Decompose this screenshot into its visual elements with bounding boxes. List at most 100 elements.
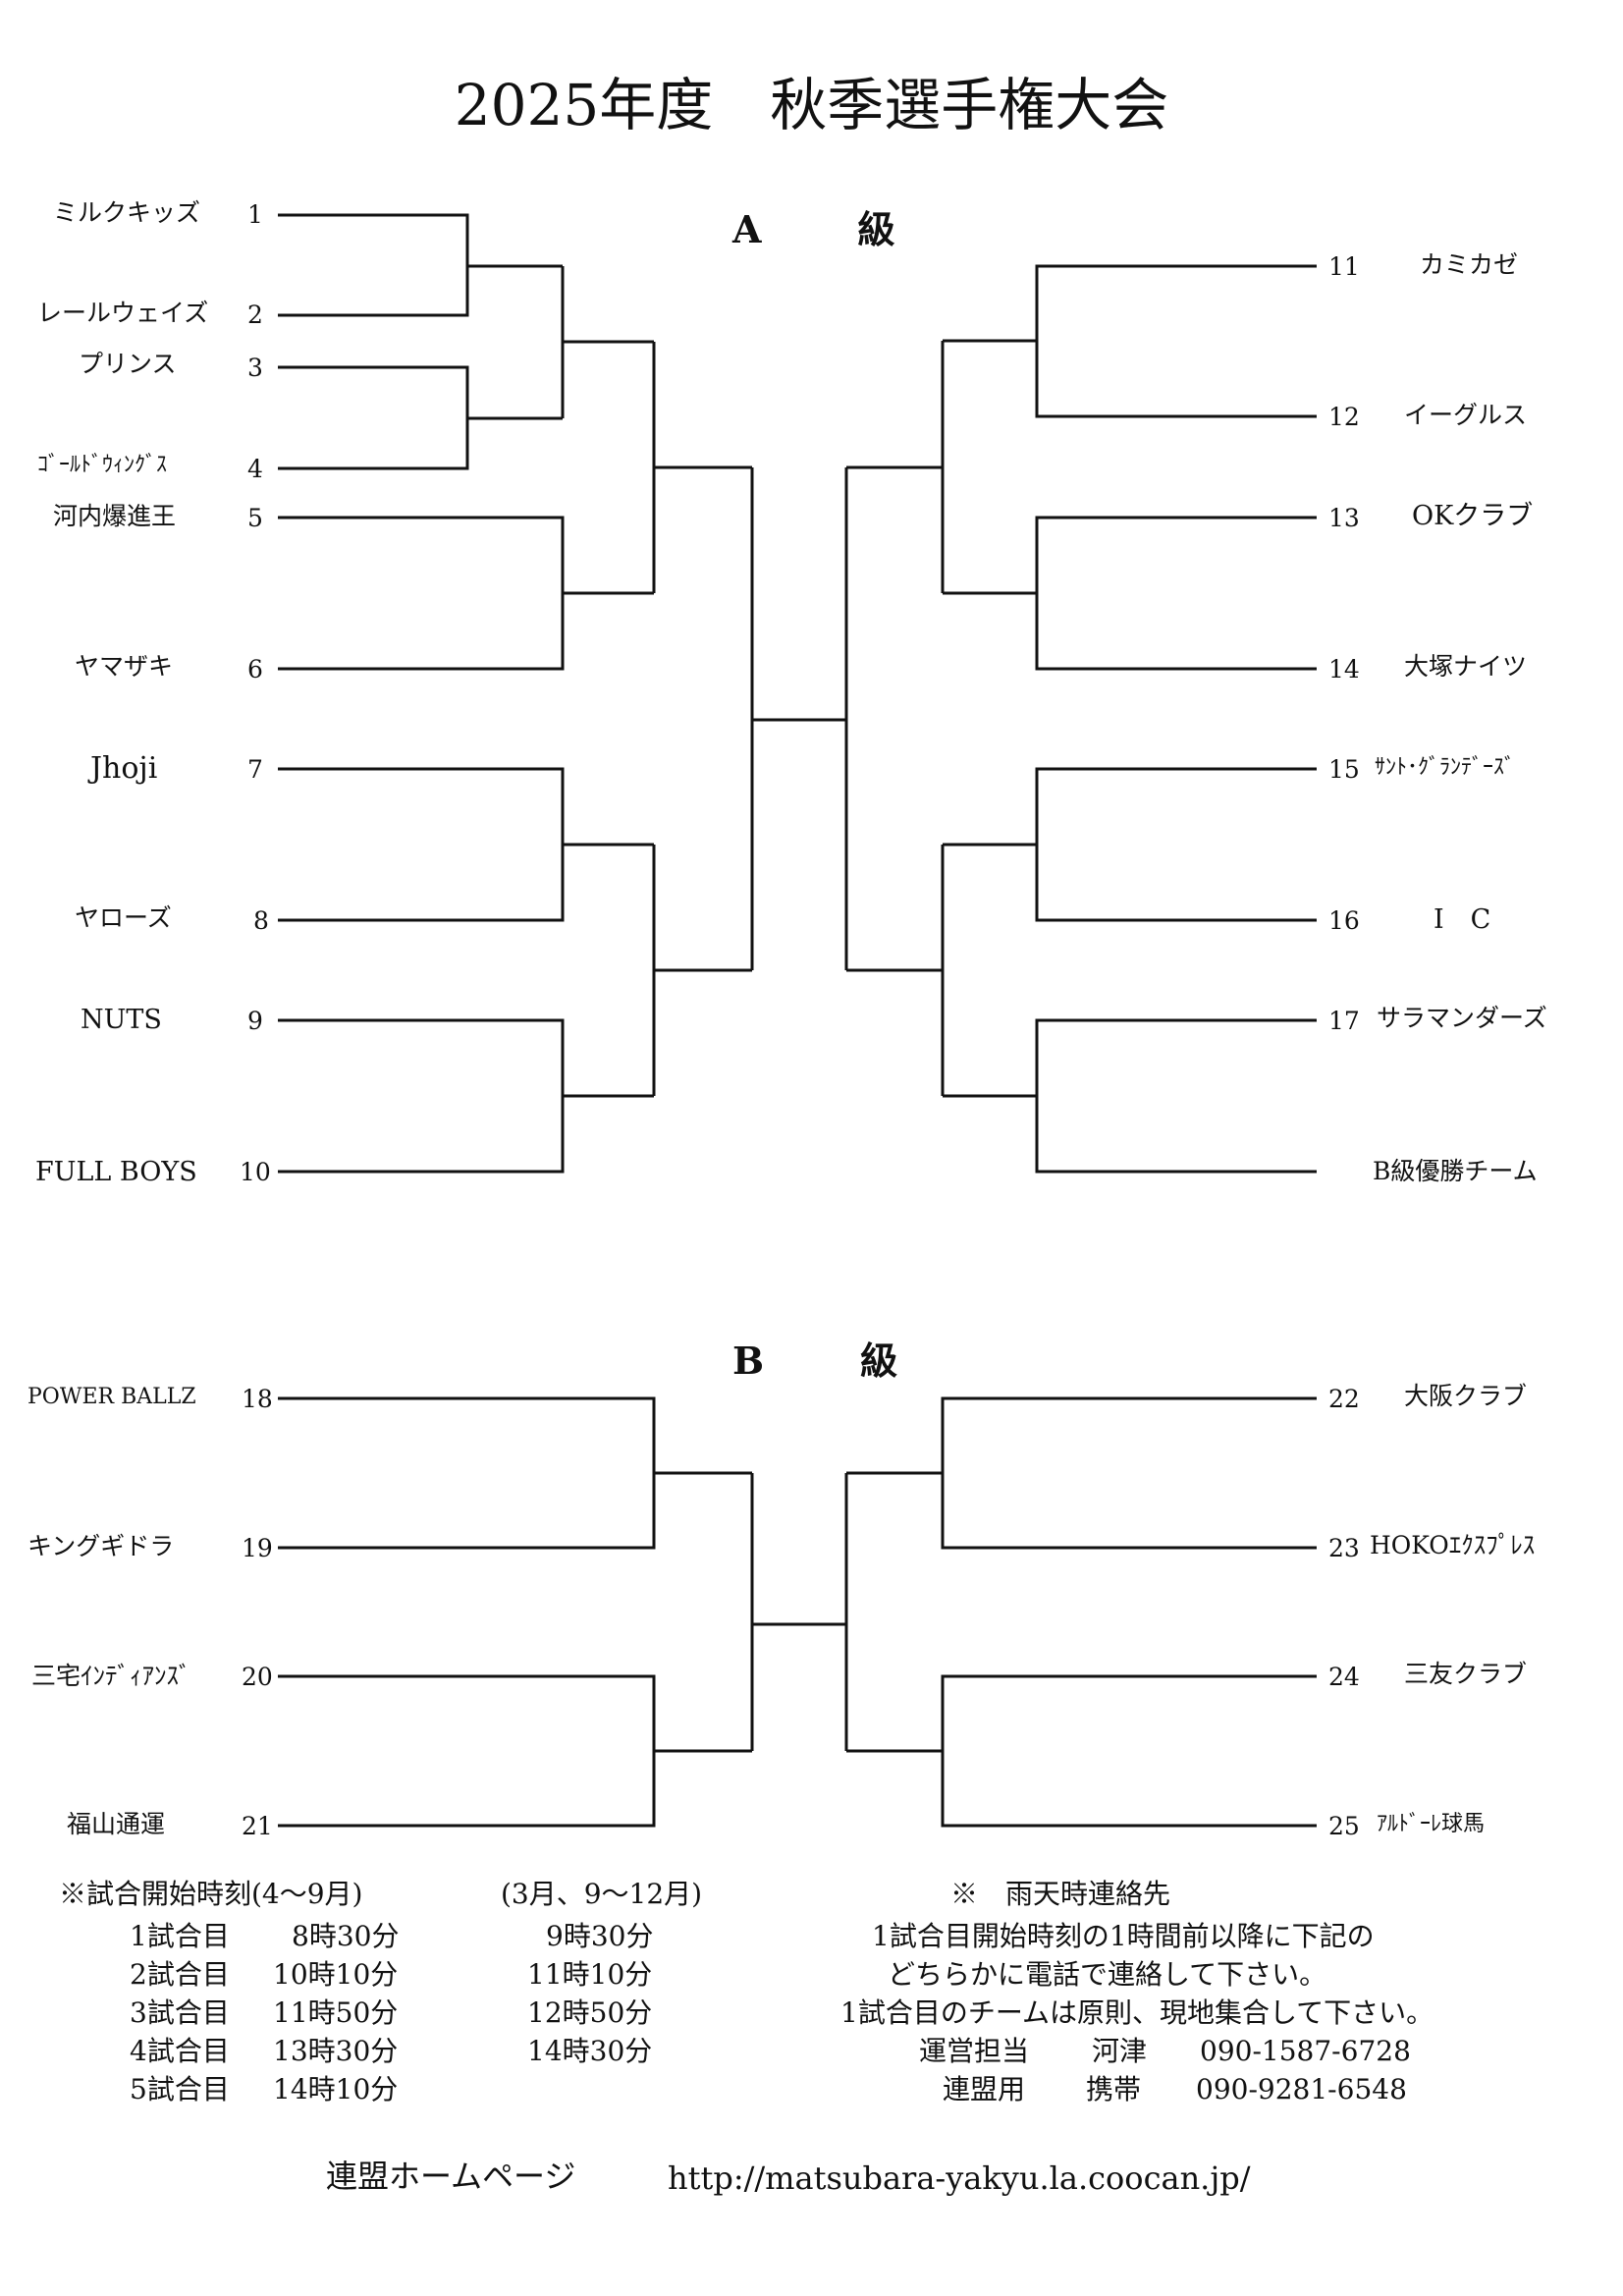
team-a-right-16: I C	[1434, 904, 1491, 935]
schedule-summer-4: 13時30分	[273, 2035, 399, 2067]
team-a-right-16-num: 16	[1328, 906, 1360, 935]
team-b-right-22: 大阪クラブ	[1404, 1382, 1528, 1410]
schedule-other-2: 11時10分	[527, 1958, 653, 1991]
schedule-other-3: 12時50分	[527, 1996, 653, 2029]
bracket-b-left-20-21	[278, 1674, 752, 1828]
bracket-a-left-r1-9-10	[278, 1018, 654, 1174]
schedule-other-1: 9時30分	[546, 1920, 654, 1952]
rain-line-2: どちらかに電話で連絡して下さい。	[888, 1958, 1327, 1991]
bracket-a-left-r1-7-8	[278, 767, 654, 922]
team-b-right-25: ｱﾙﾄﾞｰﾚ球馬	[1377, 1812, 1486, 1836]
footer-label: 連盟ホームページ	[326, 2158, 576, 2195]
team-b-right-23-num: 23	[1328, 1534, 1360, 1562]
bracket-a-right-r2-11-14	[846, 341, 945, 593]
team-b-left-18-num: 18	[242, 1385, 273, 1413]
team-a-right-13: OKクラブ	[1412, 501, 1534, 531]
bracket-b-right-22-23	[846, 1396, 1317, 1550]
team-a-left-8-num: 8	[253, 906, 269, 935]
team-b-left-20: 三宅ｲﾝﾃﾞｨｱﾝｽﾞ	[31, 1662, 191, 1690]
team-a-right-14: 大塚ナイツ	[1404, 652, 1528, 681]
schedule-summer-3: 11時50分	[273, 1996, 399, 2029]
bracket-a-right-r1-11-12	[943, 264, 1317, 418]
bracket-a-right-r1-13-14	[943, 516, 1317, 671]
team-b-left-21-num: 21	[242, 1812, 273, 1840]
schedule-header-other: (3月、9～12月)	[501, 1878, 703, 1910]
team-a-right-13-num: 13	[1328, 504, 1360, 532]
team-b-right-25-num: 25	[1328, 1812, 1360, 1840]
contact-2-role: 連盟用	[943, 2073, 1026, 2105]
team-a-left-3: プリンス	[79, 350, 177, 378]
team-a-left-3-num: 3	[247, 354, 263, 382]
team-a-left-10-num: 10	[240, 1158, 271, 1186]
contact-1-name: 河津	[1092, 2035, 1148, 2067]
team-a-left-10: FULL BOYS	[35, 1157, 197, 1187]
team-a-right-14-num: 14	[1328, 655, 1360, 683]
team-a-left-5: 河内爆進王	[53, 502, 177, 530]
team-a-left-7: Jhoji	[90, 751, 158, 786]
schedule-other-4: 14時30分	[527, 2035, 653, 2067]
bracket-a-left-r1-5-6	[278, 516, 654, 671]
rain-header: ※ 雨天時連絡先	[950, 1878, 1171, 1910]
team-b-right-24: 三友クラブ	[1404, 1660, 1528, 1688]
division-a-label: A 級	[732, 207, 925, 251]
team-a-left-4: ｺﾞｰﾙﾄﾞｳｨﾝｸﾞｽ	[37, 453, 168, 477]
schedule-game-5: 5試合目	[130, 2073, 230, 2105]
contact-1-role: 運営担当	[919, 2035, 1030, 2067]
team-a-left-5-num: 5	[247, 504, 263, 532]
bracket-a-right-r1-17-b	[943, 1018, 1317, 1174]
page-title: 2025年度 秋季選手権大会	[454, 72, 1169, 138]
team-a-right-12: イーグルス	[1404, 401, 1528, 429]
team-a-right-12-num: 12	[1328, 403, 1360, 431]
team-a-right-b-winner: B級優勝チーム	[1373, 1157, 1538, 1185]
team-a-left-2-num: 2	[247, 301, 263, 329]
team-a-right-11-num: 11	[1328, 252, 1360, 281]
contact-1-phone: 090-1587-6728	[1200, 2035, 1411, 2067]
rain-line-1: 1試合目開始時刻の1時間前以降に下記の	[872, 1920, 1375, 1952]
team-b-right-24-num: 24	[1328, 1663, 1360, 1691]
contact-2-phone: 090-9281-6548	[1196, 2073, 1407, 2105]
team-a-left-1-num: 1	[247, 200, 263, 229]
team-b-left-19-num: 19	[242, 1534, 273, 1562]
team-a-right-15: ｻﾝﾄ･ｸﾞﾗﾝﾃﾞｰｽﾞ	[1375, 755, 1516, 780]
schedule-game-3: 3試合目	[130, 1996, 230, 2029]
team-a-right-17: サラマンダーズ	[1377, 1004, 1547, 1032]
team-b-right-22-num: 22	[1328, 1385, 1360, 1413]
bracket-a-left-r2-7-10	[652, 845, 752, 1096]
team-a-left-6-num: 6	[247, 655, 263, 683]
team-a-right-17-num: 17	[1328, 1007, 1360, 1035]
team-b-right-23: HOKOｴｸｽﾌﾟﾚｽ	[1370, 1531, 1536, 1559]
schedule-header-summer: ※試合開始時刻(4～9月)	[59, 1878, 363, 1910]
team-a-left-4-num: 4	[247, 455, 263, 483]
bracket-a-right-r2-15-b	[846, 845, 945, 1096]
schedule-summer-1: 8時30分	[292, 1920, 400, 1952]
team-b-left-20-num: 20	[242, 1663, 273, 1691]
bracket-a-left-r2-1-4	[561, 266, 654, 418]
team-b-left-18: POWER BALLZ	[27, 1385, 196, 1409]
schedule-game-2: 2試合目	[130, 1958, 230, 1991]
team-a-left-9-num: 9	[247, 1007, 263, 1035]
division-b-label: B 級	[732, 1339, 928, 1383]
bracket-b-right-24-25	[846, 1674, 1317, 1828]
schedule-game-4: 4試合目	[130, 2035, 230, 2067]
bracket-a-left-r3-top	[652, 342, 752, 593]
contact-2-name: 携帯	[1086, 2073, 1142, 2105]
team-a-left-6: ヤマザキ	[75, 652, 174, 681]
team-a-right-15-num: 15	[1328, 755, 1360, 784]
bracket-a-left-r1-3-4	[278, 365, 563, 470]
team-a-right-11: カミカゼ	[1420, 250, 1519, 279]
schedule-game-1: 1試合目	[130, 1920, 230, 1952]
bracket-b-left-18-19	[278, 1396, 752, 1550]
team-a-left-9: NUTS	[81, 1005, 162, 1035]
team-b-left-19: キングギドラ	[27, 1532, 175, 1560]
team-a-left-1: ミルクキッズ	[53, 198, 201, 227]
footer-url[interactable]: http://matsubara-yakyu.la.coocan.jp/	[668, 2159, 1251, 2197]
team-a-left-7-num: 7	[247, 755, 263, 784]
schedule-summer-2: 10時10分	[273, 1958, 399, 1991]
team-a-left-2: レールウェイズ	[37, 299, 209, 327]
bracket-a-left-semi	[750, 467, 846, 970]
bracket-a-left-r1-1-2	[278, 213, 563, 317]
bracket-a-right-r1-15-16	[943, 767, 1317, 922]
bracket-b-left-semi	[750, 1473, 846, 1751]
team-b-left-21: 福山通運	[67, 1810, 166, 1838]
